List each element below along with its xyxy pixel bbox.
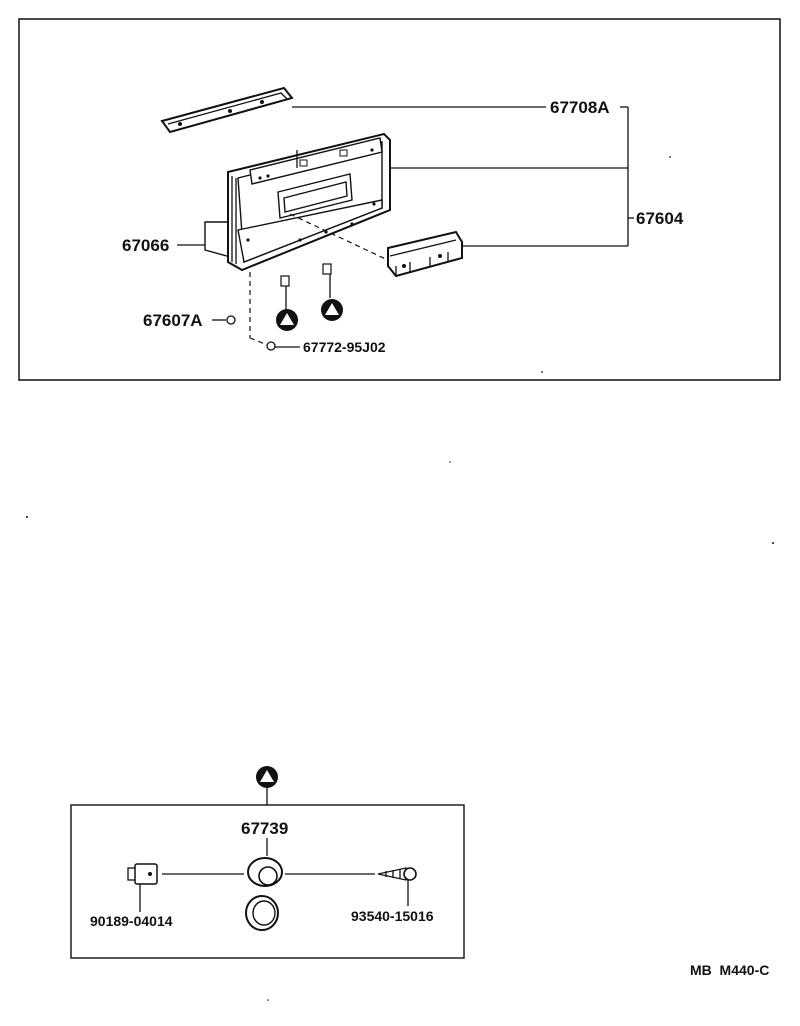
fastener-clip-right	[322, 263, 332, 298]
label-67772-95J02: 67772-95J02	[303, 339, 386, 355]
part-90189-04014-clip	[127, 863, 244, 912]
label-67066: 67066	[122, 236, 169, 255]
part-67739-grommet	[245, 838, 283, 931]
fastener-clip-left	[280, 275, 290, 310]
label-67604: 67604	[636, 209, 684, 228]
part-67607A-nut	[212, 315, 236, 325]
diagram-code: MB M440-C	[690, 962, 769, 978]
part-93540-15016-screw	[285, 867, 417, 906]
label-93540-15016: 93540-15016	[351, 908, 434, 924]
part-67604-bracket	[387, 230, 463, 278]
label-67607A: 67607A	[143, 311, 203, 330]
triangle-marker-left	[276, 309, 298, 331]
part-67772-clip	[266, 341, 300, 351]
triangle-marker-right	[321, 299, 343, 321]
label-67739: 67739	[241, 819, 288, 838]
label-67708A: 67708A	[550, 98, 610, 117]
detail-frame	[70, 804, 465, 959]
part-67708A-strip	[160, 86, 294, 134]
part-67066-door-panel	[204, 132, 393, 272]
triangle-marker-detail	[256, 766, 278, 788]
top-frame	[18, 18, 781, 381]
label-90189-04014: 90189-04014	[90, 913, 173, 929]
